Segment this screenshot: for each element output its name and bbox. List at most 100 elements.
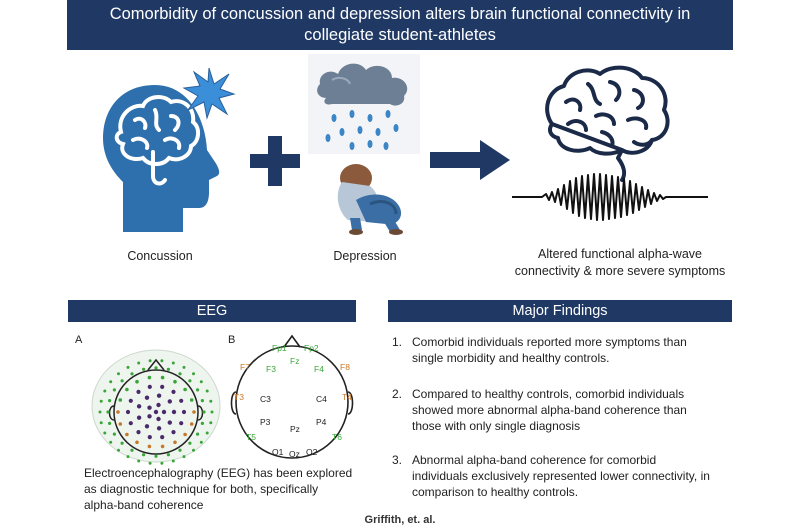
findings-heading: Major Findings xyxy=(388,300,732,322)
electrode-dot xyxy=(192,410,196,414)
finding-number: 3. xyxy=(392,453,403,467)
electrode-dot xyxy=(160,375,165,380)
finding-item: 1. Comorbid individuals reported more sy… xyxy=(392,334,732,366)
finding-line: those with only single diagnosis xyxy=(412,419,581,433)
finding-line: individuals exclusively represented lowe… xyxy=(412,469,710,483)
electrode-dot xyxy=(147,444,152,449)
electrode-dot xyxy=(136,404,142,409)
electrode-dot xyxy=(148,461,152,465)
finding-number: 1. xyxy=(392,335,403,349)
electrode-dot xyxy=(181,409,187,415)
electrode-dot xyxy=(109,380,113,384)
electrode-dot xyxy=(125,387,129,392)
finding-item: 2. Compared to healthy controls, comorbi… xyxy=(392,386,732,434)
electrode-dot xyxy=(156,426,162,431)
finding-item: 3. Abnormal alpha-band coherence for com… xyxy=(392,452,732,500)
electrode-fp1: Fp1 xyxy=(272,343,287,353)
electrode-dot xyxy=(126,455,130,459)
electrode-dot xyxy=(183,432,187,437)
electrode-dot xyxy=(156,393,162,398)
impact-burst-icon xyxy=(182,67,236,120)
electrode-dot xyxy=(125,432,129,437)
electrode-dot xyxy=(189,422,194,426)
electrode-dot xyxy=(209,421,213,425)
electrode-dot xyxy=(199,440,203,444)
electrode-f8: F8 xyxy=(340,362,350,372)
electrode-f4: F4 xyxy=(314,364,324,374)
electrode-dot xyxy=(144,395,150,400)
electrode-dot xyxy=(125,409,131,415)
electrode-dot xyxy=(188,441,192,445)
electrode-dot xyxy=(136,430,141,435)
electrode-dot xyxy=(160,444,165,449)
electrode-dot xyxy=(166,453,170,457)
electrode-dot xyxy=(156,416,161,422)
electrode-p4: P4 xyxy=(316,417,327,427)
result-label-line-1: Altered functional alpha-wave xyxy=(538,247,702,261)
electrode-dot xyxy=(202,410,206,414)
electrode-dot xyxy=(135,379,139,384)
author-credit: Griffith, et. al. xyxy=(364,514,436,526)
finding-number: 2. xyxy=(392,387,403,401)
electrode-f7: F7 xyxy=(240,362,250,372)
concussion-label: Concussion xyxy=(127,249,193,263)
electrode-dot xyxy=(192,448,195,452)
finding-line: comparison to healthy controls. xyxy=(412,485,579,499)
depression-label: Depression xyxy=(333,249,397,263)
eeg-description: Electroencephalography (EEG) has been ex… xyxy=(84,465,374,513)
electrode-dot xyxy=(147,375,152,380)
electrode-dot xyxy=(171,430,176,435)
electrode-o1: O1 xyxy=(272,447,284,457)
electrode-dot xyxy=(167,399,172,404)
electrode-f3: F3 xyxy=(266,364,276,374)
electrode-dot xyxy=(117,448,120,452)
electrode-dot xyxy=(179,398,184,403)
electrode-fp2: Fp2 xyxy=(304,343,319,353)
electrode-dot xyxy=(128,421,133,426)
electrode-dot xyxy=(99,421,103,425)
electrode-fz: Fz xyxy=(290,356,299,366)
electrode-dot xyxy=(200,399,204,403)
electrode-dot xyxy=(98,410,102,414)
electrode-dot xyxy=(160,461,164,465)
electrode-o2: O2 xyxy=(306,447,318,457)
electrode-dot xyxy=(196,388,200,392)
findings-heading-text: Major Findings xyxy=(512,303,608,319)
eeg-description-line-3: alpha-band coherence xyxy=(84,498,204,512)
result-label-line-2: connectivity & more severe symptoms xyxy=(514,264,726,278)
electrode-dot xyxy=(99,399,103,403)
electrode-dot xyxy=(130,448,134,452)
electrode-dot xyxy=(196,432,200,436)
electrode-dot xyxy=(167,420,172,425)
electrode-t3: T3 xyxy=(234,392,244,402)
electrode-dot xyxy=(120,379,124,383)
electrode-dot xyxy=(200,421,204,425)
rain-cloud-icon xyxy=(308,54,420,154)
electrode-dot xyxy=(103,389,107,393)
electrode-dot xyxy=(199,380,203,384)
result-label: Altered functional alpha-wave connectivi… xyxy=(510,246,730,280)
electrode-oz: Oz xyxy=(289,449,300,459)
sad-person-icon xyxy=(337,164,403,235)
electrode-dot xyxy=(120,441,124,445)
page-title: Comorbidity of concussion and depression… xyxy=(109,5,691,44)
electrode-c4: C4 xyxy=(316,394,327,404)
electrode-t5: T5 xyxy=(246,432,256,442)
plus-icon xyxy=(250,136,300,186)
eeg-description-line-2: as diagnostic technique for both, specif… xyxy=(84,482,319,496)
finding-line: single morbidity and healthy controls. xyxy=(412,351,610,365)
eeg-heading: EEG xyxy=(68,300,356,322)
electrode-dot xyxy=(144,424,150,429)
eeg-description-line-1: Electroencephalography (EEG) has been ex… xyxy=(84,466,353,480)
eeg-heading-text: EEG xyxy=(196,303,228,319)
finding-line: showed more abnormal alpha-band coherenc… xyxy=(412,403,687,417)
electrode-dot xyxy=(108,399,112,403)
electrode-dot xyxy=(160,384,165,389)
electrode-dot xyxy=(112,388,116,392)
right-arrow-icon xyxy=(430,140,510,180)
electrode-t6: T6 xyxy=(332,432,342,442)
electrode-dot xyxy=(160,359,164,363)
electrode-dot xyxy=(118,422,123,426)
finding-line: Comorbid individuals reported more sympt… xyxy=(412,335,687,349)
electrode-dot xyxy=(192,372,195,376)
